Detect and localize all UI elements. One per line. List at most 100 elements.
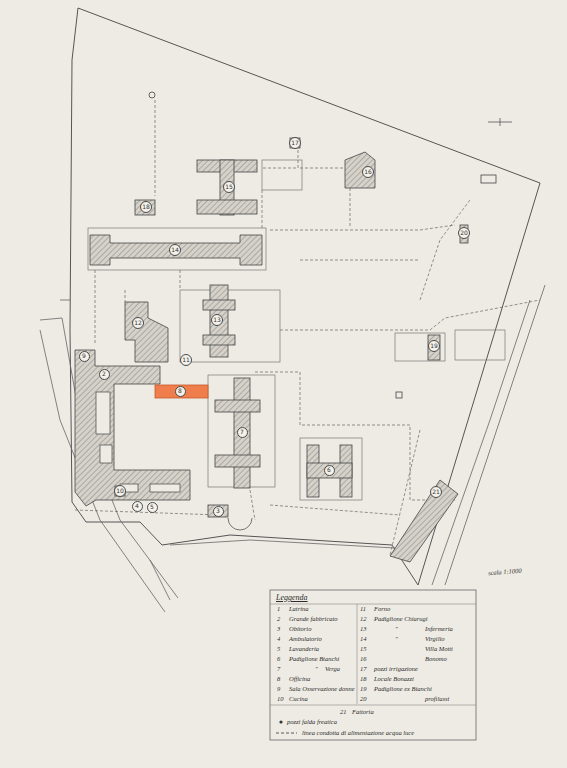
callout-text: 13 <box>213 317 221 323</box>
building <box>215 400 260 412</box>
callout-text: 8 <box>178 388 182 394</box>
callout-number: 18 <box>140 201 152 213</box>
courtyard <box>100 445 112 463</box>
small-structure <box>481 175 496 183</box>
table-cell: 8 <box>277 676 280 683</box>
table-cell: profilassi <box>425 696 449 703</box>
table-cell: " <box>395 626 398 633</box>
callout-number: 6 <box>324 465 335 476</box>
table-cell: Locale Bonazzi <box>374 676 414 683</box>
building <box>90 235 262 265</box>
legend-frame <box>270 590 476 740</box>
table-cell: 2 <box>277 616 280 623</box>
table-cell: Grande fabbricato <box>289 616 338 623</box>
callout-text: 6 <box>327 467 331 473</box>
table-cell: Virgilio <box>425 636 445 643</box>
table-cell: 14 <box>360 636 367 643</box>
scale-note: scala 1:1000 <box>488 568 522 577</box>
callout-text: 2 <box>102 371 106 377</box>
callout-number: 5 <box>147 502 158 513</box>
dashed-path <box>262 190 263 228</box>
road-line <box>170 540 395 548</box>
callout-number: 10 <box>114 485 126 497</box>
callout-text: 19 <box>430 343 438 349</box>
table-cell: Ambulatorio <box>289 636 322 643</box>
dashed-path <box>270 225 455 230</box>
callout-number: 4 <box>132 501 143 512</box>
fence-outline <box>88 228 266 270</box>
building <box>203 335 235 345</box>
dashed-path <box>155 100 156 196</box>
north-arrow <box>500 118 501 126</box>
callout-text: 14 <box>171 247 179 253</box>
callout-number: 17 <box>289 137 301 149</box>
callout-number: 9 <box>79 351 90 362</box>
building <box>428 335 440 360</box>
dashed-path <box>300 260 420 261</box>
building <box>210 285 228 357</box>
table-cell: Latrina <box>289 606 309 613</box>
table-cell: 18 <box>360 676 367 683</box>
fence-outline <box>180 290 280 362</box>
well-sample <box>279 720 282 723</box>
legend-text: linea condotta di alimentazione acqua lu… <box>302 730 414 737</box>
table-cell: 5 <box>277 646 280 653</box>
table-cell: 15 <box>360 646 367 653</box>
table-cell: 19 <box>360 686 367 693</box>
site-boundary <box>70 8 540 585</box>
table-divider <box>270 604 476 605</box>
table-cell: 4 <box>277 636 280 643</box>
building <box>115 486 125 496</box>
well-symbol <box>149 92 155 98</box>
callout-number: 7 <box>237 427 248 438</box>
table-cell: Obitorio <box>289 626 311 633</box>
table-cell: pozzi irrigazione <box>374 666 418 673</box>
callout-number: 13 <box>211 314 223 326</box>
callout-number: 21 <box>430 486 442 498</box>
callout-text: 12 <box>134 320 142 326</box>
courtyard <box>96 392 110 434</box>
table-cell: " <box>395 636 398 643</box>
building <box>307 463 352 478</box>
road-line <box>60 300 70 301</box>
legend-title: Leggenda <box>276 594 308 602</box>
callout-number: 8 <box>175 386 186 397</box>
road-line <box>432 300 530 585</box>
callout-number: 2 <box>99 369 110 380</box>
callout-number: 20 <box>458 227 470 239</box>
callout-text: 11 <box>182 357 190 363</box>
table-cell: Bonomo <box>425 656 447 663</box>
dashed-path <box>125 290 126 302</box>
callout-number: 11 <box>180 354 192 366</box>
dashed-path <box>95 270 96 345</box>
dashed-path <box>350 188 351 228</box>
callout-number: 12 <box>132 317 144 329</box>
callout-number: 15 <box>223 181 235 193</box>
fence-outline <box>300 438 362 500</box>
table-cell: Padiglione Bianchi <box>289 656 339 663</box>
table-cell: Fattoria <box>352 709 374 716</box>
callout-text: 10 <box>116 488 124 494</box>
table-cell: " <box>315 666 318 673</box>
fence-outline <box>455 330 505 360</box>
table-cell: 21 <box>340 709 347 716</box>
table-cell: Cucina <box>289 696 308 703</box>
callout-text: 17 <box>291 140 299 146</box>
table-cell: Forno <box>374 606 390 613</box>
building <box>345 152 375 188</box>
table-cell: 1 <box>277 606 280 613</box>
table-cell: 12 <box>360 616 367 623</box>
callout-text: 5 <box>150 504 154 510</box>
building <box>215 455 260 467</box>
table-cell: 11 <box>360 606 366 613</box>
dashed-path <box>420 200 470 300</box>
dashed-path <box>250 490 255 520</box>
callout-text: 15 <box>225 184 233 190</box>
table-cell: Verga <box>325 666 340 673</box>
building <box>125 302 168 362</box>
table-cell: Lavanderia <box>289 646 319 653</box>
road-line <box>445 285 545 585</box>
table-divider <box>357 604 358 704</box>
